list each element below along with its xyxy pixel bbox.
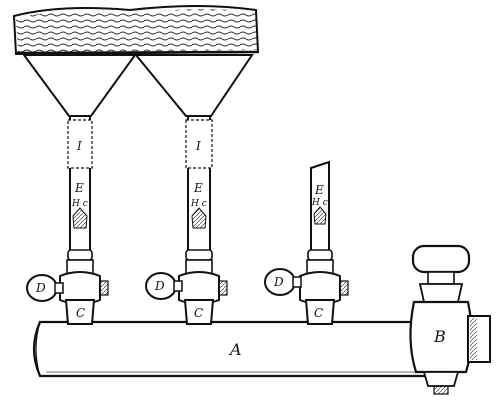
- label-handle-2: D: [154, 279, 165, 293]
- end-valve: [409, 244, 491, 395]
- label-tube-3-hc: H c: [311, 198, 328, 208]
- handle-2: [145, 272, 183, 300]
- label-tube-2-e: E: [193, 181, 203, 195]
- cock-2: [178, 259, 228, 325]
- label-joint-1: I: [76, 139, 82, 153]
- label-tube-3-e: E: [314, 183, 324, 197]
- label-main-pipe: A: [228, 340, 242, 359]
- label-cock-2: C: [194, 306, 203, 320]
- label-joint-2: I: [195, 139, 201, 153]
- tube-2: [185, 115, 213, 261]
- main-pipe: [32, 320, 432, 378]
- label-handle-1: D: [35, 281, 46, 295]
- wooden-shelf: [12, 5, 260, 56]
- label-tube-2-hc: H c: [190, 199, 207, 209]
- handle-1: [26, 274, 64, 302]
- label-cock-1: C: [76, 306, 85, 320]
- funnel-1: [22, 54, 137, 117]
- label-tube-1-hc: H c: [71, 199, 88, 209]
- label-end-valve: B: [433, 327, 446, 346]
- cock-1: [59, 259, 109, 325]
- tube-3: [307, 160, 333, 261]
- label-cock-3: C: [314, 306, 323, 320]
- handle-3: [264, 268, 302, 296]
- funnel-2: [133, 54, 254, 117]
- label-handle-3: D: [273, 275, 284, 289]
- label-tube-1-e: E: [74, 181, 84, 195]
- cock-3: [299, 259, 349, 325]
